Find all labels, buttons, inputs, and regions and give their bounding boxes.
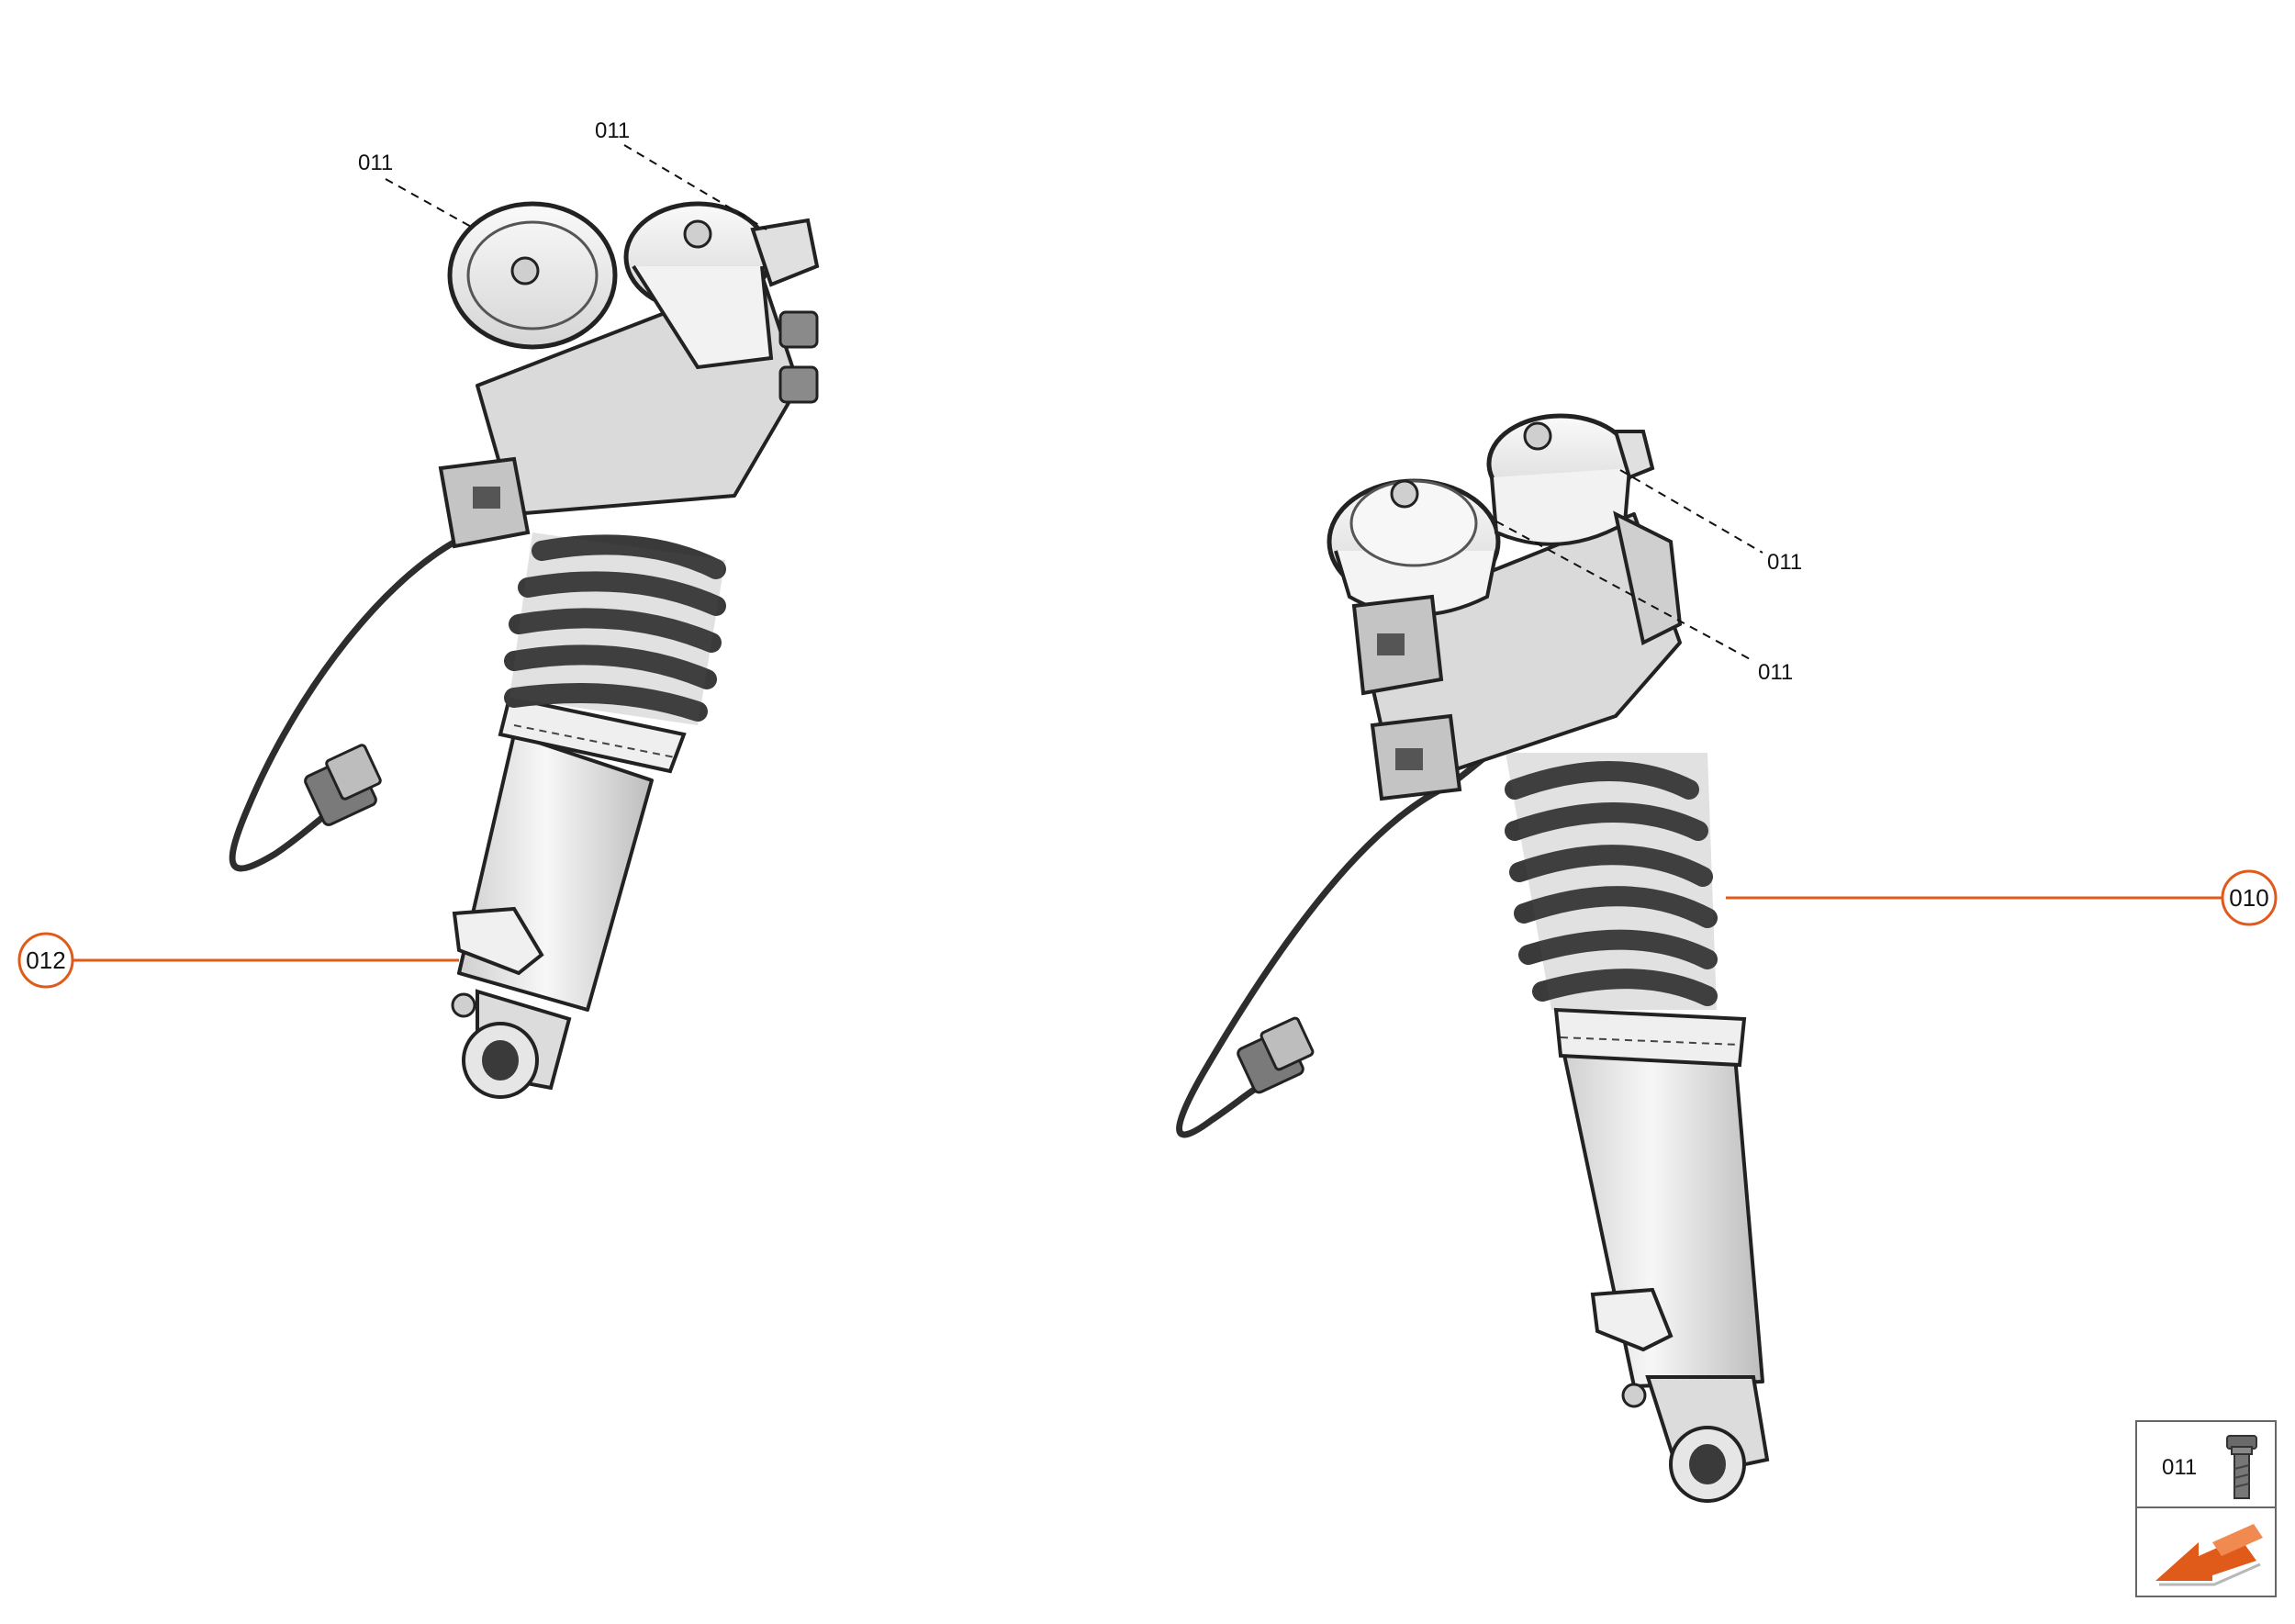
part-label-left-2-text: 011	[595, 118, 630, 143]
legend-item-label: 011	[2162, 1455, 2197, 1480]
part-label-right-2: 011	[1495, 521, 1793, 685]
callout-012-label: 012	[26, 946, 65, 974]
sensor-cable-left	[229, 527, 481, 872]
coil-spring-right	[1505, 761, 1718, 1006]
lower-eye-mount-left	[451, 989, 572, 1099]
connector-plug-right	[1237, 1016, 1315, 1094]
callout-010[interactable]: 010	[1726, 869, 2278, 926]
part-label-right-2-text: 011	[1758, 660, 1793, 685]
part-label-left-1-text: 011	[358, 151, 393, 175]
part-label-right-1-text: 011	[1767, 550, 1802, 575]
connector-plug-left	[304, 744, 382, 826]
top-mount-left	[438, 201, 820, 549]
part-label-left-2: 011	[595, 118, 767, 230]
part-label-right-1: 011	[1619, 469, 1802, 575]
orientation-arrow-icon	[2155, 1524, 2263, 1586]
coil-spring-left	[504, 534, 726, 722]
top-mount-right	[1327, 413, 1683, 801]
callout-010-label: 010	[2229, 884, 2268, 912]
part-label-left-1: 011	[358, 151, 474, 229]
legend-box: 011	[2135, 1420, 2277, 1597]
shock-absorber-right	[1176, 413, 1770, 1503]
bolt-icon	[2226, 1435, 2257, 1499]
damper-tube-left	[457, 733, 654, 1012]
shock-absorber-left	[229, 201, 820, 1099]
callout-012[interactable]: 012	[17, 932, 459, 989]
sensor-cable-right	[1176, 781, 1454, 1138]
lower-eye-mount-right	[1621, 1375, 1770, 1503]
